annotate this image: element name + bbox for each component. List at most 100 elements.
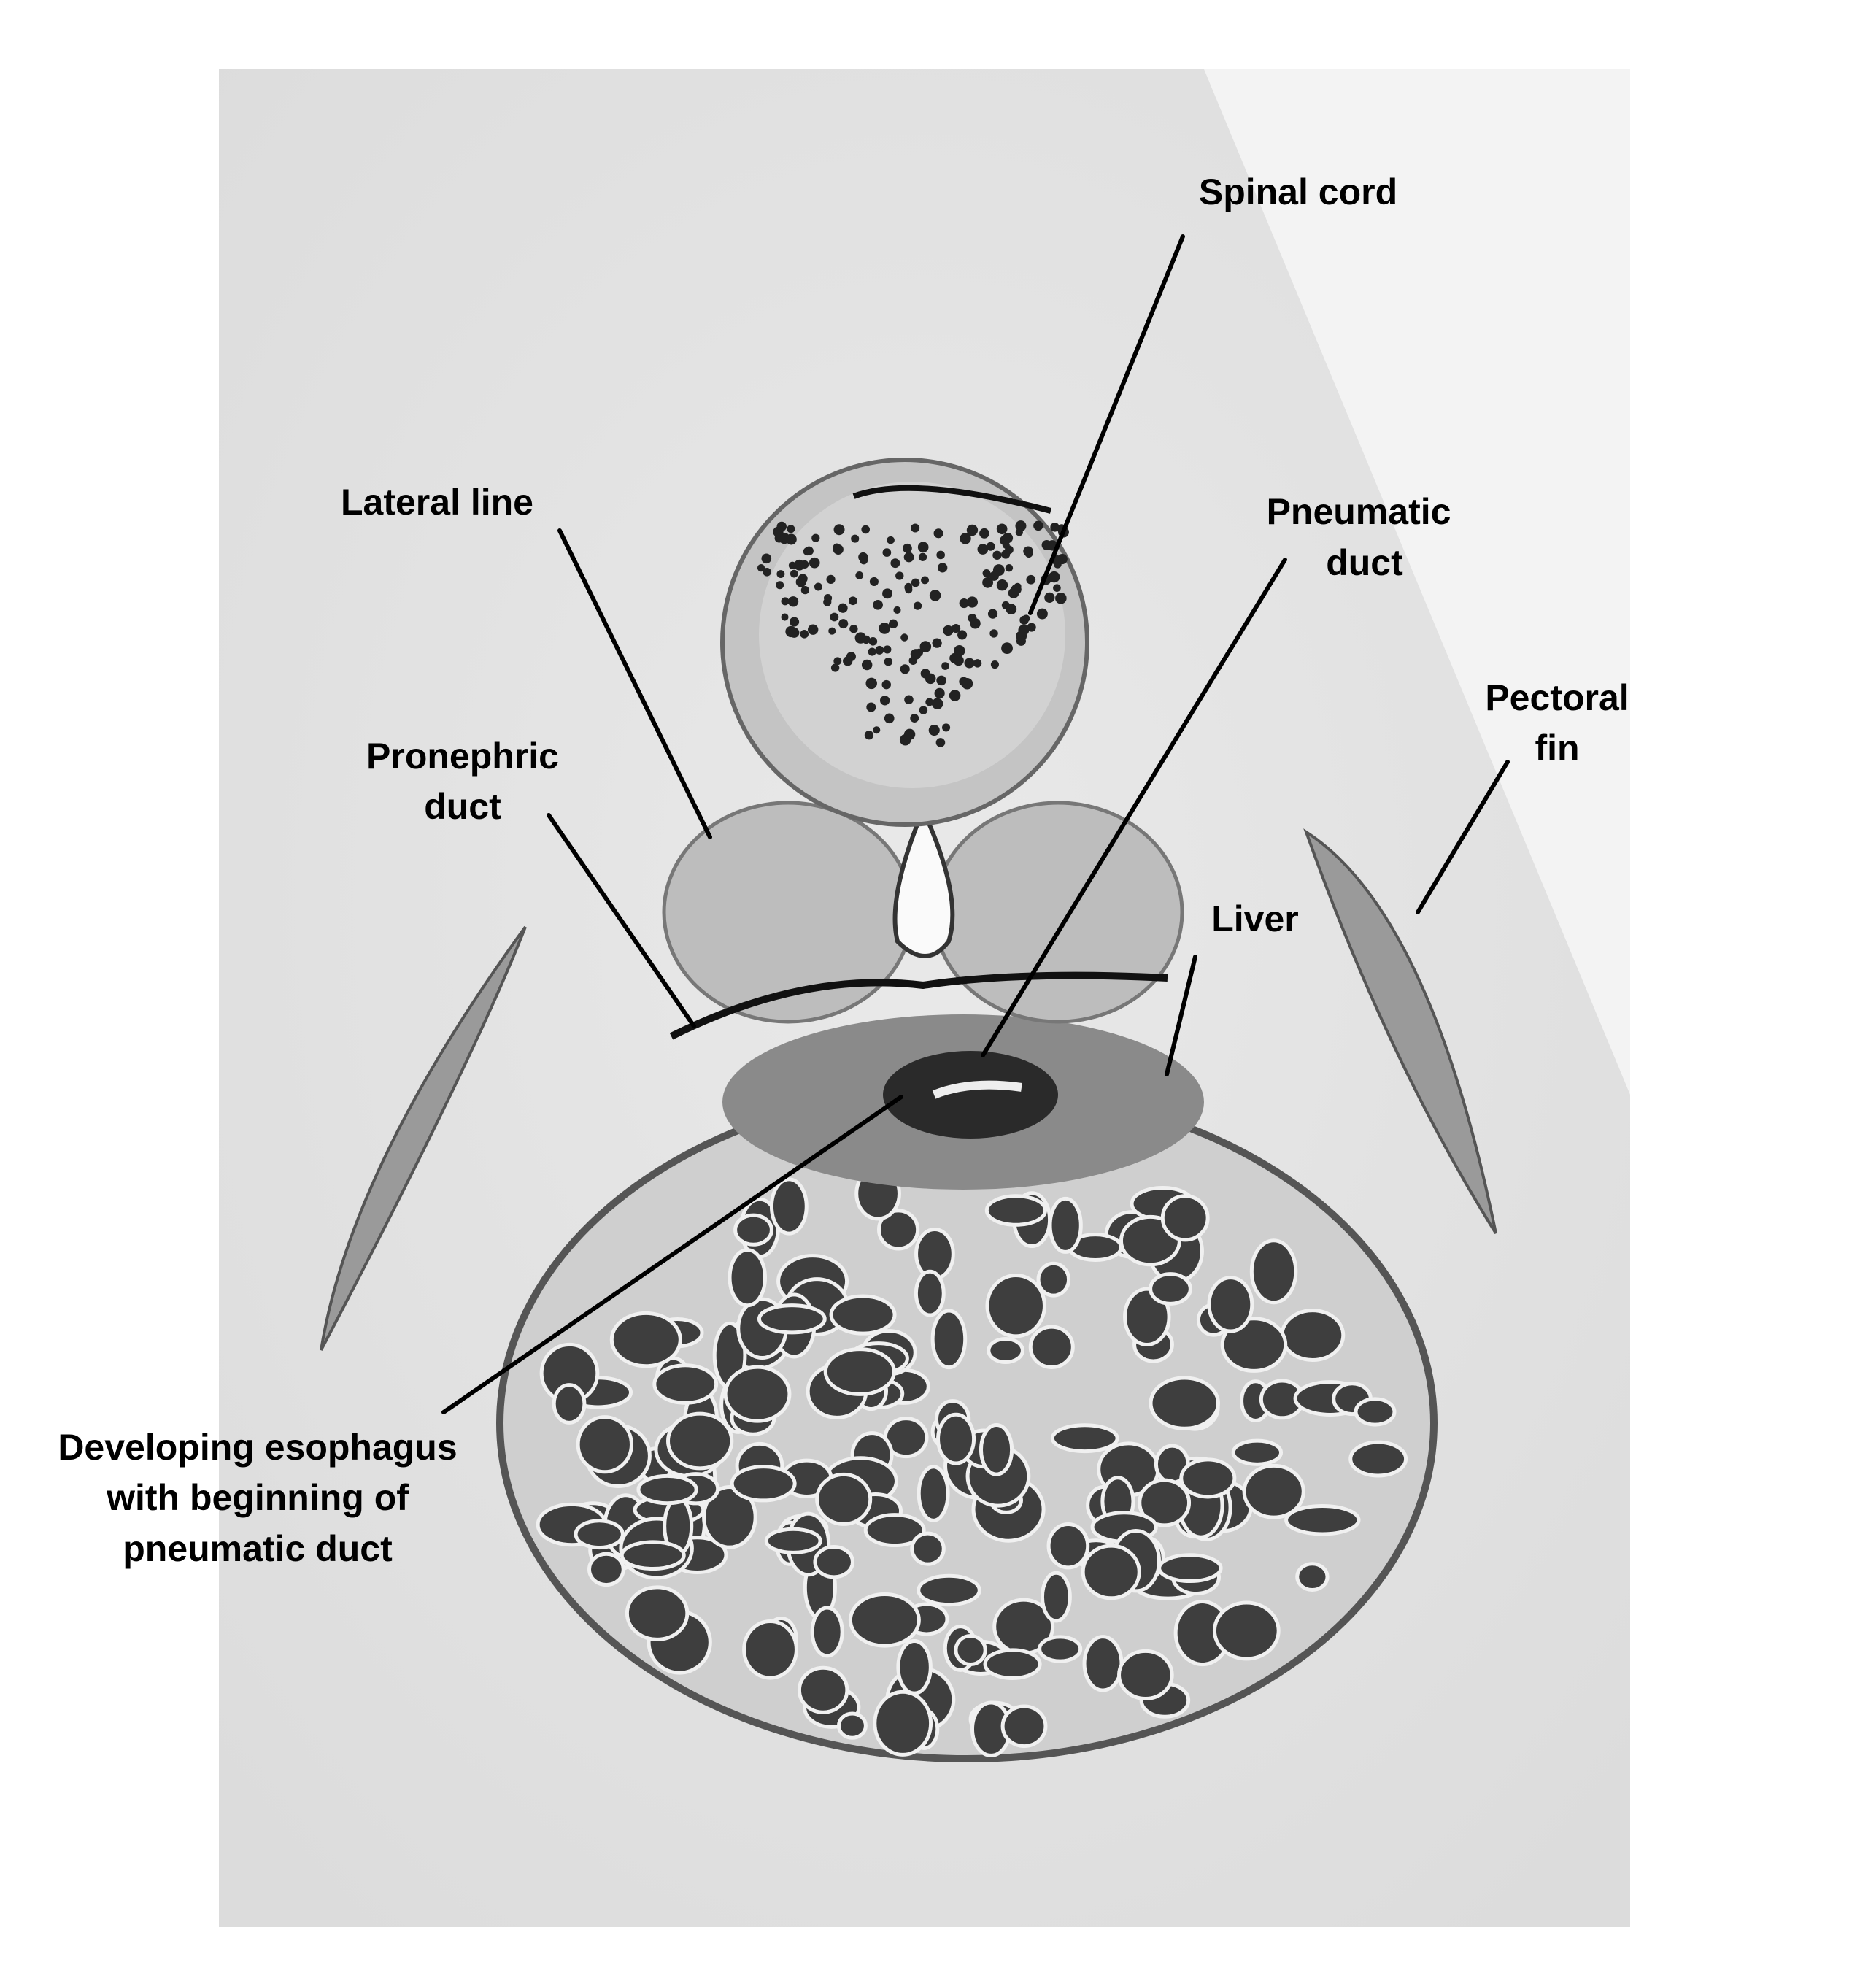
spinal-cord	[759, 482, 1065, 788]
cell-nucleus	[986, 542, 995, 551]
cell-nucleus	[873, 599, 883, 610]
cell-nucleus	[855, 571, 864, 579]
cell-nucleus	[838, 619, 849, 629]
dark-boundary	[669, 971, 1168, 1040]
yolk-cell	[1212, 1600, 1281, 1661]
cell-nucleus	[787, 596, 799, 607]
cell-nucleus	[773, 526, 784, 537]
yolk-cell	[730, 1465, 797, 1503]
cell-nucleus	[960, 533, 971, 544]
yolk-cell	[1149, 1376, 1220, 1430]
cell-nucleus	[776, 581, 784, 590]
cell-nucleus	[888, 619, 898, 629]
yolk-cell	[1149, 1272, 1192, 1306]
label-esophagus-1: Developing esophagus	[58, 1427, 457, 1468]
cell-nucleus	[1055, 592, 1067, 604]
yolk-cell	[1046, 1522, 1090, 1570]
yolk-cell	[1348, 1440, 1408, 1478]
yolk-cell	[1295, 1562, 1330, 1592]
cell-nucleus	[800, 630, 809, 639]
cell-nucleus	[943, 625, 954, 636]
cell-nucleus	[787, 525, 795, 533]
cell-nucleus	[1015, 520, 1027, 532]
label-lateral-line: Lateral line	[341, 482, 533, 523]
yolk-cell	[609, 1311, 682, 1368]
cell-nucleus	[951, 624, 961, 633]
yolk-cell	[848, 1592, 921, 1648]
yolk-cell	[1179, 1457, 1237, 1499]
cell-nucleus	[851, 534, 860, 543]
yolk-cell	[823, 1347, 896, 1396]
yolk-cell	[1207, 1276, 1254, 1333]
yolk-cell	[625, 1585, 690, 1641]
cell-nucleus	[866, 702, 876, 712]
cell-nucleus	[932, 698, 943, 709]
cell-nucleus	[868, 636, 878, 646]
muscle-right	[932, 801, 1184, 1024]
pneumatic-duct-pointer	[981, 558, 1287, 1057]
yolk-cell	[636, 1473, 698, 1506]
cell-nucleus	[919, 641, 932, 652]
cell-nucleus	[933, 528, 943, 539]
cell-nucleus	[1048, 571, 1060, 583]
yolk-cell	[1249, 1238, 1298, 1305]
yolk-cell	[1242, 1463, 1305, 1519]
cell-nucleus	[992, 550, 1002, 560]
cell-nucleus	[990, 660, 999, 669]
cell-nucleus	[763, 567, 771, 577]
pectoral-fin-pointer	[1416, 760, 1510, 914]
cell-nucleus	[893, 606, 901, 614]
yolk-cell	[1081, 1544, 1141, 1600]
yolk-cell	[829, 1294, 897, 1336]
yolk-cell	[985, 1273, 1046, 1338]
yolk-cell	[836, 1711, 868, 1740]
label-esophagus-3: pneumatic duct	[123, 1528, 393, 1569]
liver-pointer	[1165, 955, 1197, 1076]
notochord	[892, 804, 955, 958]
cell-nucleus	[967, 526, 977, 536]
yolk-cell	[936, 1412, 976, 1465]
cell-nucleus	[833, 543, 841, 551]
cell-nucleus	[934, 687, 945, 699]
cell-nucleus	[968, 613, 977, 623]
label-esophagus-2: with beginning of	[106, 1477, 409, 1518]
cell-nucleus	[1002, 533, 1014, 544]
yolk-cell	[665, 1411, 734, 1471]
cell-nucleus	[900, 664, 910, 674]
spinal-cord-nuclei	[757, 520, 1069, 747]
label-pronephric-duct-1: Pronephric	[366, 736, 559, 777]
cell-nucleus	[808, 624, 819, 635]
cell-nucleus	[828, 627, 836, 635]
esophagus-lumen	[932, 1080, 1022, 1099]
cell-nucleus	[814, 582, 822, 591]
yolk-cell	[1000, 1704, 1048, 1749]
cell-nucleus	[1001, 642, 1013, 655]
cell-nucleus	[1018, 624, 1030, 636]
yolk-cell	[1040, 1571, 1072, 1623]
cell-nucleus	[826, 574, 836, 585]
yolk-cell	[733, 1213, 773, 1247]
label-pectoral-fin-2: fin	[1535, 728, 1579, 768]
cell-nucleus	[977, 544, 989, 555]
cell-nucleus	[982, 577, 994, 588]
yolk-cell	[979, 1422, 1014, 1476]
cell-nucleus	[895, 571, 904, 580]
cell-nucleus	[936, 550, 945, 560]
cell-nucleus	[989, 629, 998, 638]
cell-nucleus	[900, 633, 908, 642]
yolk-cell	[914, 1269, 946, 1317]
yolk-cell	[813, 1545, 854, 1579]
cell-nucleus	[882, 548, 892, 557]
spinal-cord-pointer	[1028, 234, 1185, 615]
cell-nucleus	[987, 609, 998, 619]
cell-nucleus	[925, 673, 936, 685]
yolk-cell	[1280, 1309, 1346, 1362]
cell-nucleus	[917, 542, 929, 553]
yolk-cell	[587, 1552, 625, 1587]
yolk-cell	[1082, 1635, 1124, 1692]
label-spinal-cord: Spinal cord	[1199, 172, 1397, 212]
cell-nucleus	[875, 645, 884, 655]
cell-nucleus	[1044, 592, 1055, 603]
cell-nucleus	[911, 523, 920, 533]
yolk-cell	[723, 1365, 792, 1423]
